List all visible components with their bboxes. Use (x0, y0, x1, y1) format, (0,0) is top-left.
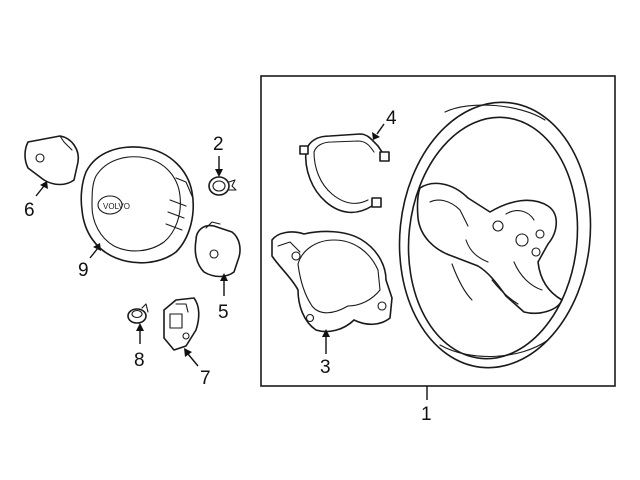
assembly-frame (260, 75, 616, 387)
callout-5: 5 (218, 302, 229, 323)
svg-text:VOLVO: VOLVO (103, 202, 130, 211)
callout-9: 9 (78, 260, 89, 281)
part-5-right-switch (194, 221, 241, 278)
callout-8: 8 (134, 350, 145, 371)
part-8-bolt (127, 303, 149, 324)
part-6-left-switch (24, 135, 80, 186)
part-9-airbag: VOLVO (80, 146, 195, 264)
part-4-wire-harness (299, 133, 390, 214)
callout-6: 6 (24, 200, 35, 221)
part-1-steering-wheel (398, 101, 592, 369)
callout-leaders (35, 123, 428, 400)
part-7-module (163, 297, 200, 351)
part-2-cap (208, 176, 237, 196)
callout-7: 7 (200, 368, 211, 389)
callout-1: 1 (421, 404, 432, 425)
callout-4: 4 (386, 108, 397, 129)
part-3-bracket (271, 230, 393, 333)
callout-3: 3 (320, 357, 331, 378)
callout-2: 2 (213, 134, 224, 155)
